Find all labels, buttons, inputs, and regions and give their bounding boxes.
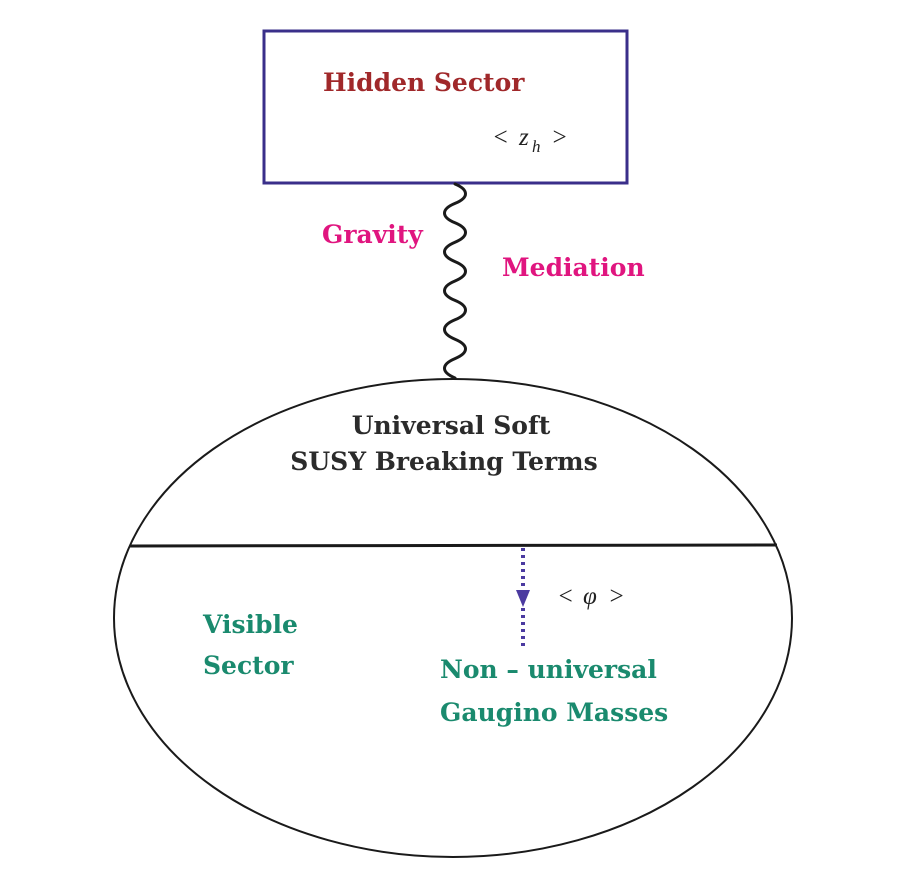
phi-close-bracket: >	[608, 583, 625, 610]
visible-sector-line2: Sector	[203, 651, 294, 680]
gravity-label: Gravity	[322, 220, 424, 249]
phi-arrowhead	[516, 590, 530, 607]
soft-terms-line1: Universal Soft	[352, 411, 551, 440]
soft-terms-line2: SUSY Breaking Terms	[290, 447, 597, 476]
zh-subscript: h	[532, 137, 541, 156]
phi-vev-label: < φ >	[557, 583, 625, 610]
zh-close-bracket: >	[551, 124, 568, 151]
gravity-mediation-wavy-line	[443, 182, 467, 380]
sector-ellipse	[113, 378, 793, 858]
phi-symbol: φ	[583, 583, 597, 610]
zh-symbol: z	[518, 124, 529, 151]
hidden-sector-title: Hidden Sector	[323, 68, 525, 97]
gaugino-line2: Gaugino Masses	[440, 698, 668, 727]
sector-divider-line	[129, 543, 778, 548]
gaugino-line1: Non – universal	[440, 655, 657, 684]
zh-vev-label: < z h >	[492, 124, 568, 156]
zh-open-bracket: <	[492, 124, 509, 151]
phi-open-bracket: <	[557, 583, 574, 610]
visible-sector-line1: Visible	[202, 610, 298, 639]
hidden-sector-box	[262, 29, 629, 185]
mediation-label: Mediation	[502, 253, 645, 282]
